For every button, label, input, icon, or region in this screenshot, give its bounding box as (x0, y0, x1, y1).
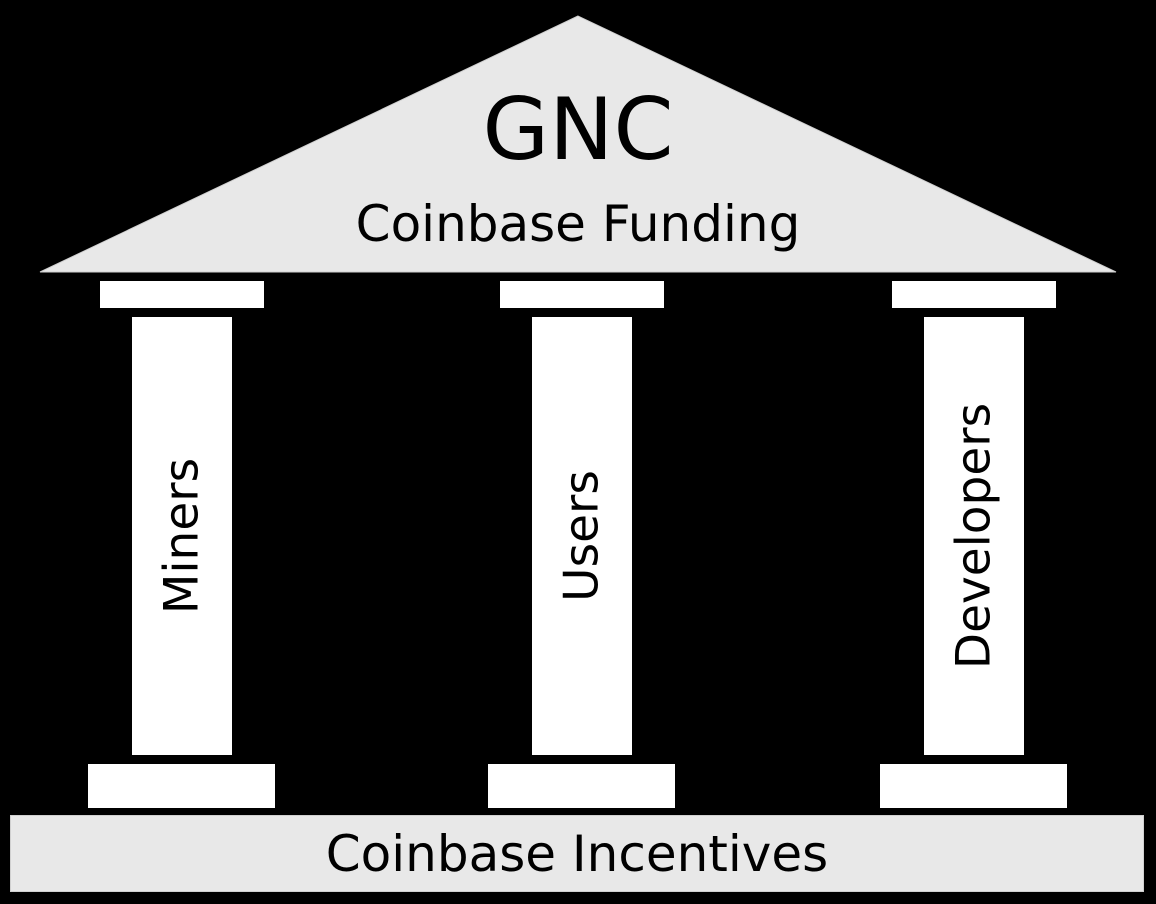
pillar-plinth-miners (88, 764, 275, 808)
pillar-plinth-developers (880, 764, 1067, 808)
foundation: Coinbase Incentives (10, 815, 1144, 892)
pillar-capital-users (500, 281, 664, 308)
roof-title: GNC (482, 80, 674, 180)
roof-triangle (39, 15, 1117, 273)
pillar-miners: Miners (132, 317, 232, 755)
pillar-label-miners: Miners (154, 457, 210, 615)
pillar-plinth-users (488, 764, 675, 808)
pillar-users: Users (532, 317, 632, 755)
pillar-label-users: Users (554, 470, 610, 602)
pillar-developers: Developers (924, 317, 1024, 755)
pillar-label-developers: Developers (946, 402, 1002, 670)
roof (39, 15, 1117, 273)
foundation-label: Coinbase Incentives (325, 825, 829, 883)
roof-subtitle: Coinbase Funding (355, 195, 801, 253)
pillar-capital-miners (100, 281, 264, 308)
pillar-capital-developers (892, 281, 1056, 308)
